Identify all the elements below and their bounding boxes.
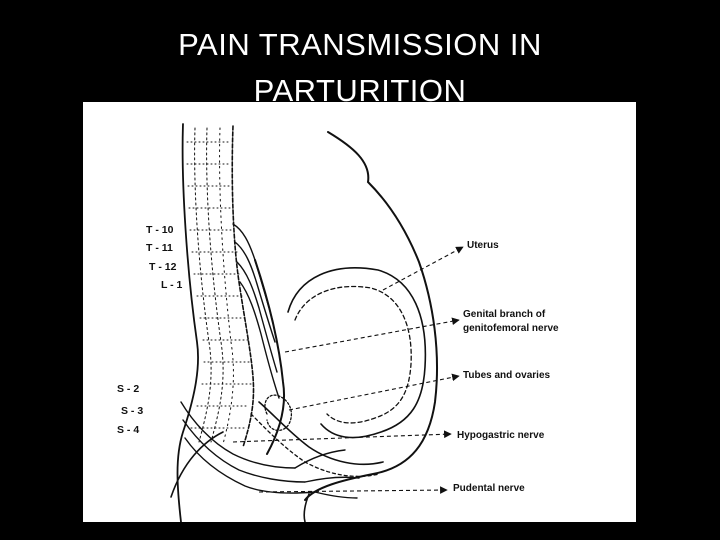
uterus-wall-inner [294, 285, 412, 424]
title-line-1: PAIN TRANSMISSION IN [178, 27, 542, 62]
birth-canal-outer [258, 401, 384, 466]
t12-nerve [236, 261, 278, 373]
buttock-line [170, 431, 224, 498]
label-tubes-ovaries: Tubes and ovaries [463, 370, 551, 381]
l1-nerve [239, 281, 280, 399]
spine-anterior-outline [231, 125, 255, 448]
label-hypogastric-nerve: Hypogastric nerve [457, 430, 545, 441]
spinal-canal-line-1 [194, 127, 212, 443]
structure-labels: Uterus Genital branch of genitofemoral n… [453, 240, 559, 494]
label-s3: S - 3 [121, 405, 143, 417]
abdomen-outline [304, 131, 438, 501]
uterus-arrow [382, 246, 464, 291]
nerves [180, 223, 360, 499]
sympathetic-chain [254, 259, 285, 455]
spinal-canal-line-2 [206, 127, 224, 443]
vertebra-marks [186, 141, 253, 429]
spine-posterior-outline [176, 123, 199, 522]
genital-branch-arrow [284, 317, 460, 353]
label-t11: T - 11 [146, 242, 173, 254]
label-arrows [232, 246, 464, 494]
ovary-shape [264, 394, 293, 431]
label-t12: T - 12 [149, 261, 177, 273]
perineum-line [303, 493, 310, 522]
sacral-trunk-2 [182, 419, 306, 483]
spinal-canal-line-3 [219, 127, 234, 445]
sacral-trunk-3 [184, 437, 316, 494]
pudendal-branch-1 [304, 476, 360, 483]
label-genital-branch-line2: genitofemoral nerve [463, 323, 559, 334]
label-l1: L - 1 [161, 279, 183, 291]
t11-nerve [234, 241, 276, 343]
diagram-panel: T - 10 T - 11 T - 12 L - 1 S - 2 S - 3 S… [83, 102, 636, 522]
label-uterus: Uterus [467, 240, 499, 251]
uterus-wall-outer [287, 267, 427, 439]
birth-canal-inner [250, 413, 380, 477]
hypogastric-branch [294, 449, 346, 469]
label-t10: T - 10 [146, 224, 174, 236]
spine [176, 123, 255, 522]
pudendal-arrow [258, 486, 448, 494]
pain-pathway-diagram: T - 10 T - 11 T - 12 L - 1 S - 2 S - 3 S… [117, 123, 559, 522]
label-pudendal-nerve: Pudental nerve [453, 483, 525, 494]
hypogastric-arrow [232, 430, 452, 443]
label-s4: S - 4 [117, 424, 139, 436]
slide-title: PAIN TRANSMISSION IN PARTURITION [0, 22, 720, 114]
tubes-ovaries-arrow [288, 373, 460, 411]
sacral-trunk-1 [180, 401, 296, 469]
pudendal-branch-2 [314, 491, 358, 499]
segment-labels: T - 10 T - 11 T - 12 L - 1 S - 2 S - 3 S… [117, 224, 183, 436]
label-genital-branch-line1: Genital branch of [463, 309, 546, 320]
label-s2: S - 2 [117, 383, 139, 395]
